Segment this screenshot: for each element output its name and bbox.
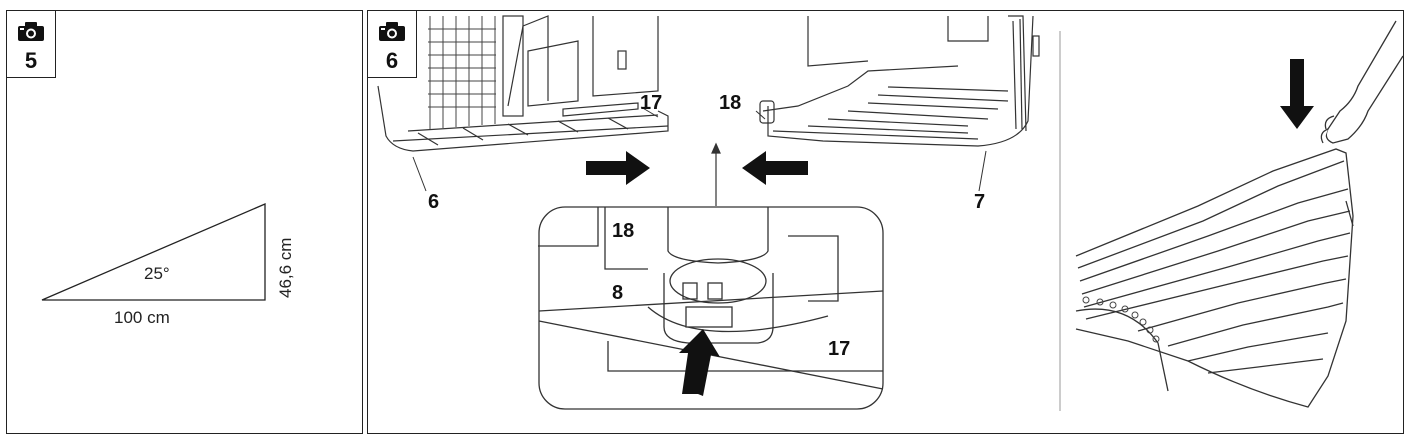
right-unit-drawing xyxy=(759,15,1040,147)
base-length-label: 100 cm xyxy=(114,308,170,327)
step-number: 6 xyxy=(385,48,399,73)
callout-7: 7 xyxy=(974,191,985,213)
step-number: 5 xyxy=(24,48,38,73)
callout-18-top: 18 xyxy=(719,92,741,114)
detail-view xyxy=(538,206,884,410)
arrow-icon xyxy=(586,151,808,185)
left-unit-drawing xyxy=(377,15,669,152)
assembly-illustration: 17 18 6 7 18 8 17 xyxy=(377,15,1404,411)
arrow-icon xyxy=(679,329,720,396)
height-length-label: 46,6 cm xyxy=(276,238,295,298)
slope-diagram: 25° 100 cm 46,6 cm xyxy=(41,203,295,327)
detail-callout-17: 17 xyxy=(828,338,850,360)
figure-5-panel: 5 25° 100 cm 46,6 cm xyxy=(6,10,363,434)
camera-icon xyxy=(379,22,405,41)
detail-callout-18: 18 xyxy=(612,220,634,242)
angle-label: 25° xyxy=(144,264,170,283)
hand-drawing xyxy=(1320,20,1404,144)
lid-indicator-dots xyxy=(1082,296,1160,343)
callout-6: 6 xyxy=(428,191,439,213)
slope-triangle xyxy=(41,203,266,301)
callout-17-top: 17 xyxy=(640,92,662,114)
lid-drawing xyxy=(1075,148,1354,408)
step-badge-5: 5 xyxy=(7,11,56,78)
arrow-icon xyxy=(1280,59,1314,129)
guide-arrow xyxy=(711,142,721,206)
camera-icon xyxy=(18,22,44,41)
figure-6-panel: 17 18 6 7 18 8 17 6 xyxy=(367,10,1404,434)
step-badge-6: 6 xyxy=(368,11,417,78)
detail-callout-8: 8 xyxy=(612,282,623,304)
